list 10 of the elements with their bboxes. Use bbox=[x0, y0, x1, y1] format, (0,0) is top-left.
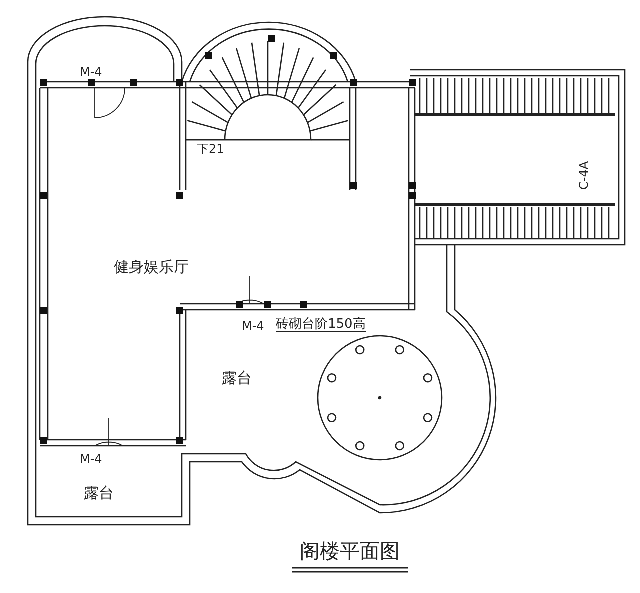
stair-label: 下21 bbox=[197, 143, 224, 155]
door-label: M-4 bbox=[242, 320, 264, 332]
room-label: 露台 bbox=[222, 371, 252, 386]
door-label: M-4 bbox=[80, 66, 102, 78]
window-label: C-4A bbox=[578, 161, 590, 190]
step-note: 砖砌台阶150高 bbox=[276, 318, 366, 332]
room-label: 健身娱乐厅 bbox=[114, 260, 189, 275]
plan-title: 阁楼平面图 bbox=[300, 541, 400, 561]
room-label: 露台 bbox=[84, 486, 114, 501]
door-label: M-4 bbox=[80, 453, 102, 465]
